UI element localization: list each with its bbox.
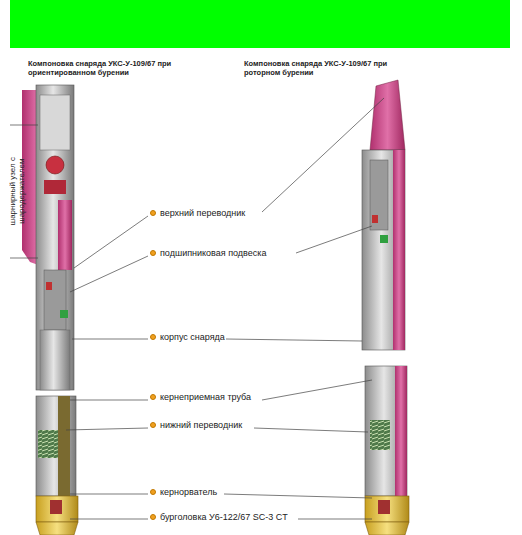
bullet — [150, 250, 156, 256]
bullet — [150, 334, 156, 340]
bullet — [150, 394, 156, 400]
rotary-assembly — [362, 80, 409, 535]
part-name: шарнирный узел с шародержателем — [8, 131, 26, 251]
assembly-title: Компоновка снаряда УКС-У-109/67 при рото… — [244, 60, 404, 77]
assembly-title: Компоновка снаряда УКС-У-109/67 при орие… — [28, 60, 188, 77]
header-band — [10, 0, 510, 48]
bullet — [150, 514, 156, 520]
part-name: нижний переводник — [150, 420, 242, 430]
bullet — [150, 489, 156, 495]
part-name: кернеприемная труба — [150, 392, 251, 402]
bullet — [150, 210, 156, 216]
part-name: бурголовка У6-122/67 SC-3 CT — [150, 512, 288, 522]
part-name: подшипниковая подвеска — [150, 248, 266, 258]
part-name: корпус снаряда — [150, 332, 225, 342]
part-name: верхний переводник — [150, 208, 245, 218]
leader-lines — [10, 98, 384, 519]
oriented-assembly — [22, 85, 78, 535]
part-name: кернорватель — [150, 487, 217, 497]
bullet — [150, 422, 156, 428]
